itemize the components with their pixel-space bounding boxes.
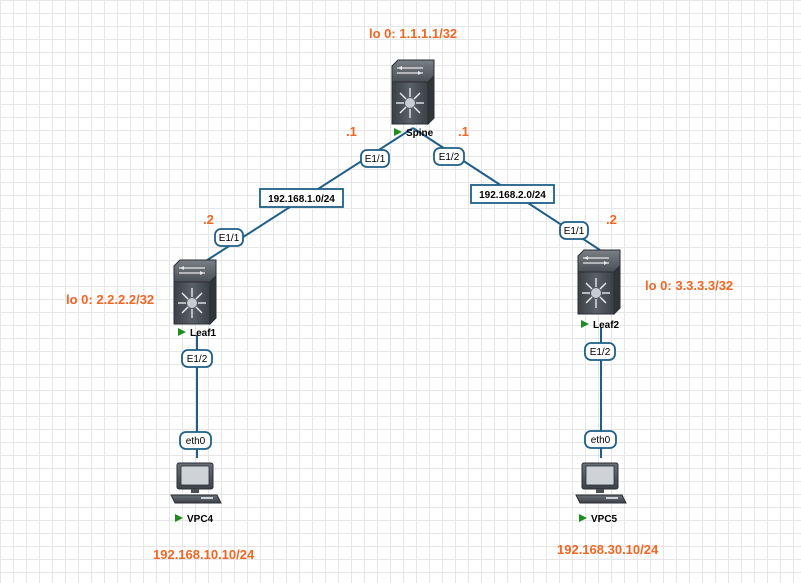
pc-icon	[575, 462, 627, 504]
spine-ip-left-label: .1	[346, 124, 357, 139]
network-label-spine-leaf1: 192.168.1.0/24	[259, 188, 344, 208]
port-label: eth0	[591, 435, 611, 446]
port-label: E1/2	[439, 152, 460, 163]
vpc5-name-label: VPC5	[591, 514, 618, 525]
port-label: eth0	[186, 436, 206, 447]
spine-switch[interactable]	[391, 59, 435, 125]
vpc4-port-eth0[interactable]: eth0	[179, 431, 212, 450]
nexus-switch-icon	[391, 59, 435, 125]
spine-ip-right-label: .1	[458, 124, 469, 139]
pc-icon	[170, 462, 222, 504]
port-label: E1/2	[187, 354, 208, 365]
leaf1-port-e1-1[interactable]: E1/1	[214, 228, 244, 247]
network-text: 192.168.1.0/24	[268, 194, 335, 205]
spine-name-label: Spine	[406, 128, 434, 139]
leaf1-name-label: Leaf1	[190, 328, 217, 339]
nexus-switch-icon	[173, 259, 217, 325]
leaf1-port-e1-2[interactable]: E1/2	[181, 349, 213, 368]
vpc4-host[interactable]	[170, 462, 222, 504]
leaf1-switch[interactable]	[173, 259, 217, 325]
leaf2-loopback-label: lo 0: 3.3.3.3/32	[645, 278, 733, 293]
leaf2-switch[interactable]	[577, 249, 621, 315]
leaf2-port-e1-2[interactable]: E1/2	[584, 342, 616, 361]
leaf2-port-e1-1[interactable]: E1/1	[559, 221, 589, 240]
spine-loopback-label: lo 0: 1.1.1.1/32	[369, 26, 457, 41]
spine-port-e1-2[interactable]: E1/2	[433, 147, 465, 166]
vpc5-host[interactable]	[575, 462, 627, 504]
vpc5-port-eth0[interactable]: eth0	[584, 430, 617, 449]
play-icon[interactable]	[579, 514, 587, 522]
vpc5-address-label: 192.168.30.10/24	[557, 542, 659, 557]
leaf2-name-label: Leaf2	[593, 320, 620, 331]
port-label: E1/1	[365, 154, 386, 165]
spine-port-e1-1[interactable]: E1/1	[360, 149, 390, 168]
play-icon[interactable]	[581, 320, 589, 328]
network-label-spine-leaf2: 192.168.2.0/24	[470, 184, 555, 204]
leaf1-loopback-label: lo 0: 2.2.2.2/32	[66, 292, 154, 307]
vpc4-name-label: VPC4	[187, 514, 214, 525]
play-icon[interactable]	[175, 514, 183, 522]
port-label: E1/1	[564, 226, 585, 237]
port-label: E1/1	[219, 233, 240, 244]
play-icon[interactable]	[178, 328, 186, 336]
leaf1-ip-label: .2	[203, 212, 214, 227]
port-label: E1/2	[590, 347, 611, 358]
network-text: 192.168.2.0/24	[479, 190, 546, 201]
vpc4-address-label: 192.168.10.10/24	[153, 547, 255, 562]
nexus-switch-icon	[577, 249, 621, 315]
leaf2-ip-label: .2	[606, 212, 617, 227]
